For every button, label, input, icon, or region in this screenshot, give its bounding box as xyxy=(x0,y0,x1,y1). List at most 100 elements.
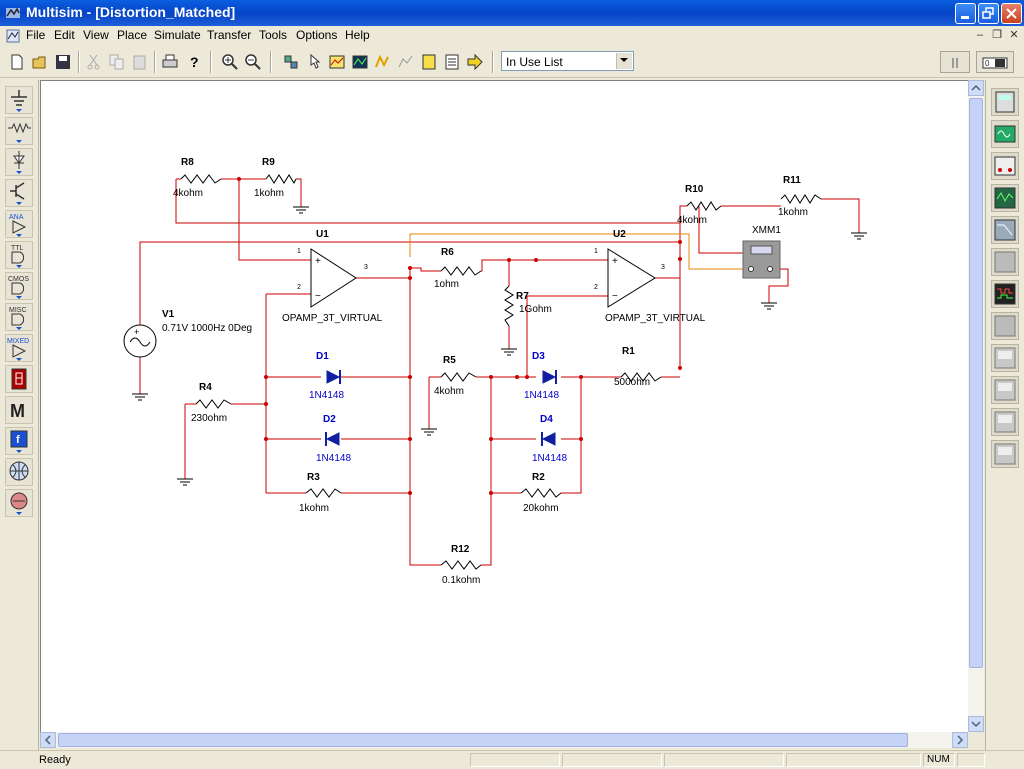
restore-button[interactable] xyxy=(978,3,999,24)
misc-digital-button[interactable]: MISC xyxy=(5,303,33,331)
document-icon[interactable] xyxy=(5,28,21,44)
schematic-drawing[interactable]: + + − + − 1 2 3 1 2 3 R8 4kohm R9 1kohm xyxy=(41,81,969,733)
multimeter-button[interactable] xyxy=(991,88,1019,116)
iv-analyzer-button[interactable] xyxy=(991,440,1019,468)
vertical-scroll-thumb[interactable] xyxy=(969,98,983,668)
xmm1-multimeter[interactable] xyxy=(742,240,781,279)
menu-simulate[interactable]: Simulate xyxy=(154,28,201,42)
word-generator-button[interactable] xyxy=(991,248,1019,276)
copy-button[interactable] xyxy=(106,51,128,73)
mdi-minimize-button[interactable]: – xyxy=(976,29,984,41)
subcircuit-button[interactable] xyxy=(418,51,440,73)
close-button[interactable] xyxy=(1001,3,1022,24)
mixed-button[interactable]: MIXED xyxy=(5,334,33,362)
word-generator-icon xyxy=(994,251,1016,273)
ladder-button[interactable] xyxy=(5,489,33,517)
rf-icon: f xyxy=(10,430,28,453)
horizontal-scroll-thumb[interactable] xyxy=(58,733,908,747)
pause-button[interactable] xyxy=(940,51,970,73)
menu-view[interactable]: View xyxy=(83,28,109,42)
in-use-list-value: In Use List xyxy=(506,55,563,69)
cut-button[interactable] xyxy=(83,51,105,73)
instruments-toolbar xyxy=(985,80,1024,750)
run-button[interactable] xyxy=(464,51,486,73)
zoom-out-button[interactable] xyxy=(242,51,264,73)
save-button[interactable] xyxy=(52,51,74,73)
r7-resistor xyxy=(504,285,514,327)
scroll-left-button[interactable] xyxy=(40,732,56,748)
misc-m-label: M xyxy=(10,401,25,421)
function-generator-icon xyxy=(994,125,1016,143)
ttl-label: TTL xyxy=(11,245,24,252)
indicator-button[interactable] xyxy=(5,365,33,393)
sources-button[interactable] xyxy=(5,86,33,114)
pointer-button[interactable] xyxy=(303,51,325,73)
simulate-switch[interactable]: 0 xyxy=(976,51,1014,73)
u2-opamp[interactable]: + − xyxy=(607,248,656,308)
network-analyzer-button[interactable] xyxy=(991,408,1019,436)
distortion-analyzer-button[interactable] xyxy=(991,344,1019,372)
r9-resistor xyxy=(265,174,297,185)
transistor-button[interactable] xyxy=(5,179,33,207)
r4-ref: R4 xyxy=(199,382,212,393)
postprocessor-button[interactable] xyxy=(349,51,371,73)
print-button[interactable] xyxy=(159,51,181,73)
cmos-button[interactable]: CMOS xyxy=(5,272,33,300)
bus-button[interactable] xyxy=(395,51,417,73)
logic-converter-button[interactable] xyxy=(991,312,1019,340)
basic-button[interactable] xyxy=(5,117,33,145)
open-button[interactable] xyxy=(29,51,51,73)
menu-place[interactable]: Place xyxy=(117,28,148,42)
u2-pin-2: 2 xyxy=(594,284,598,291)
scroll-down-button[interactable] xyxy=(968,716,984,732)
new-button[interactable] xyxy=(6,51,28,73)
r10-value: 4kohm xyxy=(677,215,707,226)
ttl-button[interactable]: TTL xyxy=(5,241,33,269)
logic-analyzer-button[interactable] xyxy=(991,280,1019,308)
mixed-icon: MIXED xyxy=(7,338,29,361)
electromechanical-button[interactable] xyxy=(5,458,33,486)
grapher-button[interactable] xyxy=(326,51,348,73)
bode-plotter-button[interactable] xyxy=(991,216,1019,244)
r5-ref: R5 xyxy=(443,355,456,366)
paste-button[interactable] xyxy=(129,51,151,73)
oscilloscope-button[interactable] xyxy=(991,184,1019,212)
menu-file[interactable]: File xyxy=(26,28,46,42)
mdi-restore-button[interactable]: ❐ xyxy=(992,29,1002,41)
component-toolbar: ANA TTL CMOS MISC MIXED M f xyxy=(0,80,39,750)
u1-opamp[interactable]: + − xyxy=(310,248,357,308)
diodes xyxy=(325,370,557,446)
menu-edit[interactable]: Edit xyxy=(54,28,75,42)
menu-transfer[interactable]: Transfer xyxy=(207,28,252,42)
restore-icon xyxy=(982,7,994,19)
in-use-list-dropdown[interactable]: In Use List xyxy=(501,51,634,71)
rf-button[interactable]: f xyxy=(5,427,33,455)
menu-options[interactable]: Options xyxy=(296,28,338,42)
schematic-canvas[interactable]: + + − + − 1 2 3 1 2 3 R8 4kohm R9 1kohm xyxy=(40,80,969,733)
scroll-up-button[interactable] xyxy=(968,80,984,96)
vertical-scrollbar[interactable] xyxy=(968,80,984,732)
menu-tools[interactable]: Tools xyxy=(259,28,288,42)
misc-button[interactable]: M xyxy=(5,396,33,424)
scroll-right-button[interactable] xyxy=(952,732,968,748)
v1-source[interactable]: + xyxy=(123,324,157,358)
horizontal-scrollbar[interactable] xyxy=(40,732,968,748)
r11-ref: R11 xyxy=(783,175,801,186)
diode-button[interactable] xyxy=(5,148,33,176)
wattmeter-button[interactable] xyxy=(991,152,1019,180)
menu-help[interactable]: Help xyxy=(345,28,370,42)
dropdown-arrow[interactable] xyxy=(616,53,632,69)
analog-button[interactable]: ANA xyxy=(5,210,33,238)
copy-icon xyxy=(109,54,124,70)
list-button[interactable] xyxy=(441,51,463,73)
zoom-in-button[interactable] xyxy=(219,51,241,73)
function-generator-button[interactable] xyxy=(991,120,1019,148)
help-button[interactable]: ? xyxy=(183,51,205,73)
u2-ref: U2 xyxy=(613,229,626,240)
minimize-button[interactable] xyxy=(955,3,976,24)
spectrum-analyzer-button[interactable] xyxy=(991,376,1019,404)
iv-analyzer-icon xyxy=(994,443,1016,465)
component-button[interactable] xyxy=(280,51,302,73)
mdi-close-button[interactable]: ✕ xyxy=(1009,29,1019,41)
wire-button[interactable] xyxy=(372,51,394,73)
